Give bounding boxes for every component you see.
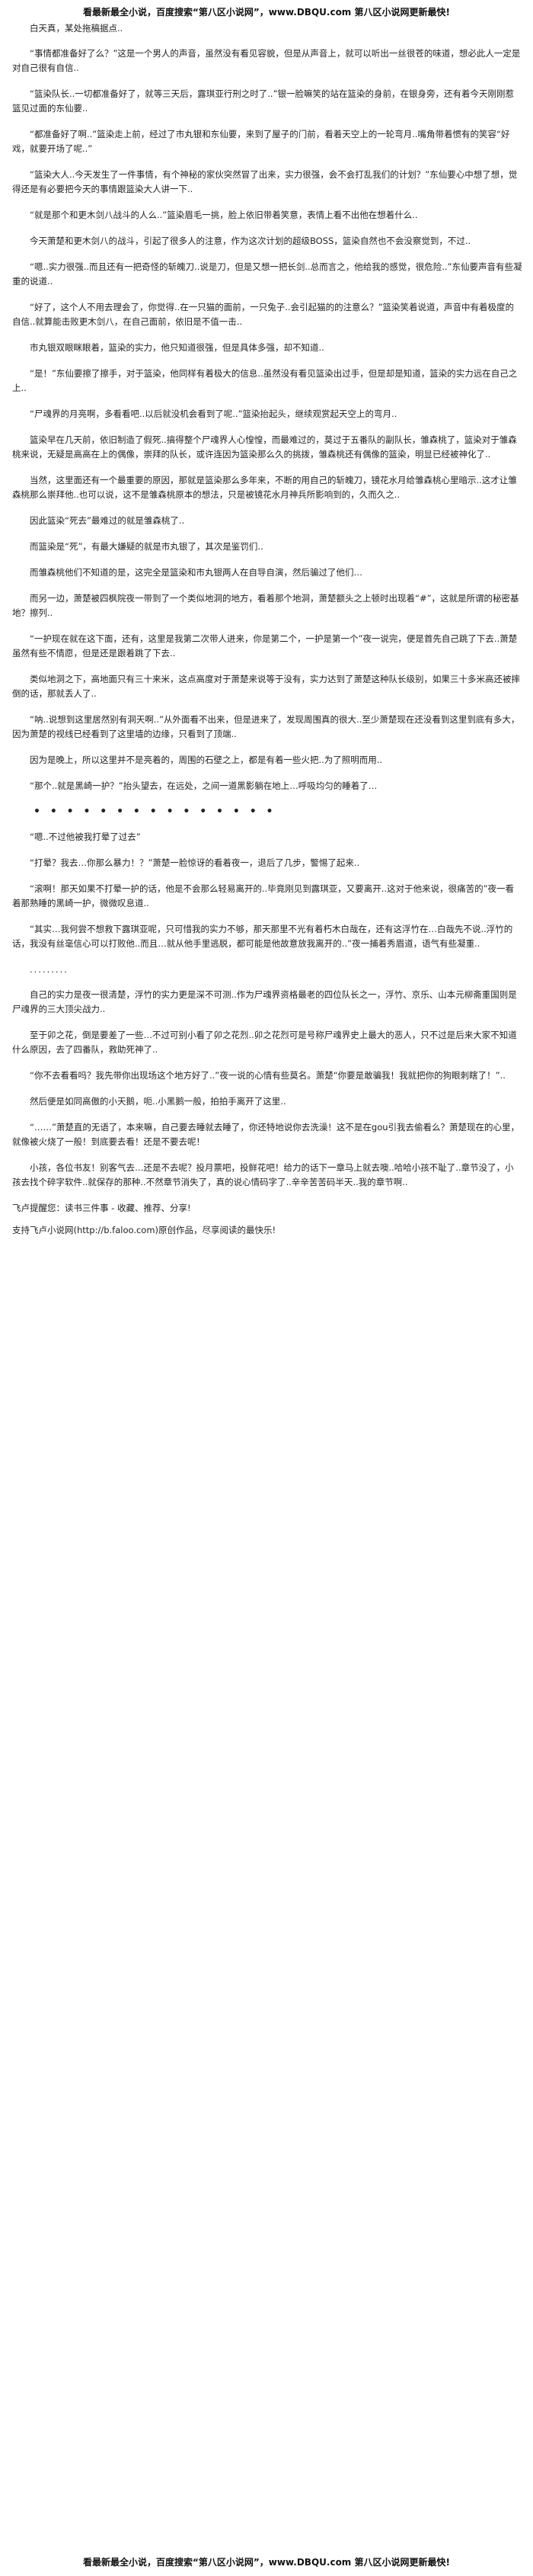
paragraph: “打晕？我去…你那么暴力！？”萧楚一脸惊讶的看着夜一，退后了几步，警惕了起来..: [30, 857, 360, 868]
paragraph: “一护现在就在这下面，还有，这里是我第二次带人进来，你是第二个，一护是第一个”夜…: [12, 633, 518, 658]
paragraph: “尸魂界的月亮啊，多看看吧..以后就没机会看到了呢..”篮染抬起头，继续观赏起天…: [30, 409, 397, 419]
paragraph: 然后便是如同高傲的小天鹅，呃..小黑鹅一般，拍拍手离开了这里..: [30, 1096, 286, 1107]
scene-separator-small: .........: [30, 964, 69, 975]
paragraph: “你不去看看吗？我先带你出现场这个地方好了..”夜一说的心情有些莫名。萧楚“你要…: [30, 1070, 506, 1081]
bottom-banner-wrap: 看最新最全小说，百度搜索“第八区小说网”，www.DBQU.com 第八区小说网…: [0, 2553, 533, 2571]
paragraph: “呐..说想到这里居然别有洞天啊..”从外面看不出来，但是进来了，发现周围真的很…: [12, 714, 520, 739]
paragraph: 篮染早在几天前，依旧制造了假死..搞得整个尸魂界人心惶惶，而最难过的，莫过于五番…: [12, 434, 517, 460]
author-line: 白天真，某处拖稿据点..: [30, 23, 123, 34]
paragraph: 市丸银双眼眯眼着，篮染的实力，他只知道很强，但是具体多强，却不知道..: [30, 342, 324, 353]
paragraph: “嗯..不过他被我打晕了过去”: [30, 831, 141, 842]
scene-separator: • • • • • • • • • • • • • • •: [34, 806, 276, 818]
paragraph: 因此篮染“死去”最难过的就是雏森桃了..: [30, 515, 185, 526]
paragraph: 小孩，各位书友！别客气去…还是不去呢？投月票吧，投鲜花吧！给力的话下一章马上就去…: [12, 1162, 514, 1187]
paragraph: “篮染队长..一切都准备好了，就等三天后，露琪亚行刑之时了..”银一脸嘛笑的站在…: [12, 88, 515, 114]
reader-tip: 飞卢提醒您：读书三件事 - 收藏、推荐、分享!: [12, 1203, 191, 1213]
paragraph: 因为是晚上，所以这里并不是亮着的，周围的石壁之上，都是有着一些火把..为了照明而…: [30, 755, 383, 765]
paragraph: “那个..就是黑崎一护？”抬头望去，在远处，之间一道黑影躺在地上…呼吸均匀的睡着…: [30, 780, 378, 791]
paragraph: 今天萧楚和更木剑八的战斗，引起了很多人的注意，作为这次计划的超级BOSS，篮染自…: [30, 235, 471, 246]
site-banner-bottom: 看最新最全小说，百度搜索“第八区小说网”，www.DBQU.com 第八区小说网…: [83, 2557, 450, 2568]
site-support-link[interactable]: 支持飞卢小说网(http://b.faloo.com)原创作品，尽享阅读的最快乐…: [12, 1225, 276, 1235]
paragraph: “嗯..实力很强..而且还有一把奇怪的斩魄刀..说是刀，但是又想一把长剑..总而…: [12, 261, 522, 287]
paragraph: “是！”东仙要擦了擦手，对于篮染，他同样有着极大的信息..虽然没有看见篮染出过手…: [12, 368, 518, 393]
paragraph: “……”萧楚直的无语了，本来嘛，自己要去睡就去睡了，你还特地说你去洗澡！这不是在…: [12, 1122, 520, 1147]
paragraph: “好了，这个人不用去理会了，你觉得..在一只猫的面前，一只兔子..会引起猫的的注…: [12, 302, 515, 327]
paragraph: “篮染大人..今天发生了一件事情，有个神秘的家伙突然冒了出来，实力很强，会不会打…: [12, 169, 518, 194]
paragraph: “都准备好了啊..”篮染走上前，经过了市丸银和东仙要，来到了屋子的门前，看着天空…: [12, 129, 510, 154]
paragraph: 而雏森桃他们不知道的是，这完全是篮染和市丸银两人在自导自演，然后骗过了他们…: [30, 567, 362, 578]
paragraph: “滚啊！那天如果不打晕一护的话，他是不会那么轻易离开的..毕竟刚见到露琪亚，又要…: [12, 883, 515, 908]
paragraph: 自己的实力是夜一很清楚，浮竹的实力更是深不可测..作为尸魂界资格最老的四位队长之…: [12, 989, 517, 1014]
paragraph: 类似地洞之下，高地面只有三十来米，这点高度对于萧楚来说等于没有，实力达到了萧楚这…: [12, 674, 520, 699]
site-banner-top: 看最新最全小说，百度搜索“第八区小说网”，www.DBQU.com 第八区小说网…: [83, 7, 450, 18]
paragraph: 而篮染是“死”，有最大嫌疑的就是市丸银了，其次是鉴罚们..: [30, 541, 263, 552]
paragraph: 至于卯之花，倒是要差了一些…不过可别小看了卯之花烈..卯之花烈可是号称尸魂界史上…: [12, 1030, 517, 1055]
paragraph: “其实…我何尝不想救下露琪亚呢，只可惜我的实力不够，那天那里不光有着朽木白哉在，…: [12, 924, 513, 949]
paragraph: “就是那个和更木剑八战斗的人么..”篮染眉毛一挑，脸上依旧带着笑意，表情上看不出…: [30, 210, 418, 220]
chapter-body: 白天真，某处拖稿据点.. “事情都准备好了么？”这是一个男人的声音，虽然没有看见…: [0, 21, 533, 1238]
paragraph: 当然，这里面还有一个最重要的原因，那就是篮染那么多年来，不断的用自己的斩魄刀，镜…: [12, 475, 517, 500]
paragraph: 而另一边，萧楚被四枫院夜一带到了一个类似地洞的地方，看着那个地洞，萧楚额头之上顿…: [12, 593, 519, 618]
paragraph: “事情都准备好了么？”这是一个男人的声音，虽然没有看见容貌，但是从声音上，就可以…: [12, 48, 521, 73]
